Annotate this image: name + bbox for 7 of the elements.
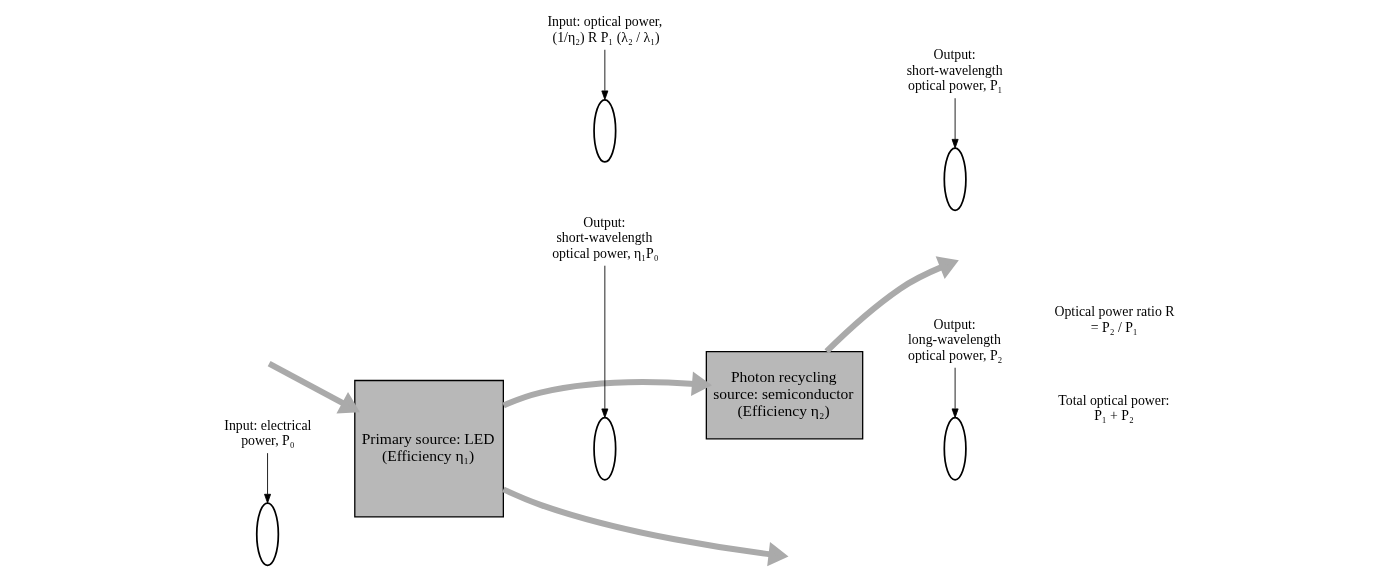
node-text: Input: optical power, (1/η₂) R P₁ (λ₂ / λ₁) xyxy=(547,14,663,45)
node-text: Output: short-wavelength optical power, P₁ xyxy=(906,47,1003,94)
node-text: Output: short-wavelength optical power, η₁P₀ xyxy=(552,214,659,261)
label: Total optical power: P₁ + P₂ xyxy=(1058,392,1170,424)
label: Optical power ratio R = P₂ / P₁ xyxy=(1054,304,1175,335)
node-text: Output: long-wavelength optical power, P₂ xyxy=(908,316,1003,363)
node-text: Input: electrical power, P₀ xyxy=(224,417,312,449)
